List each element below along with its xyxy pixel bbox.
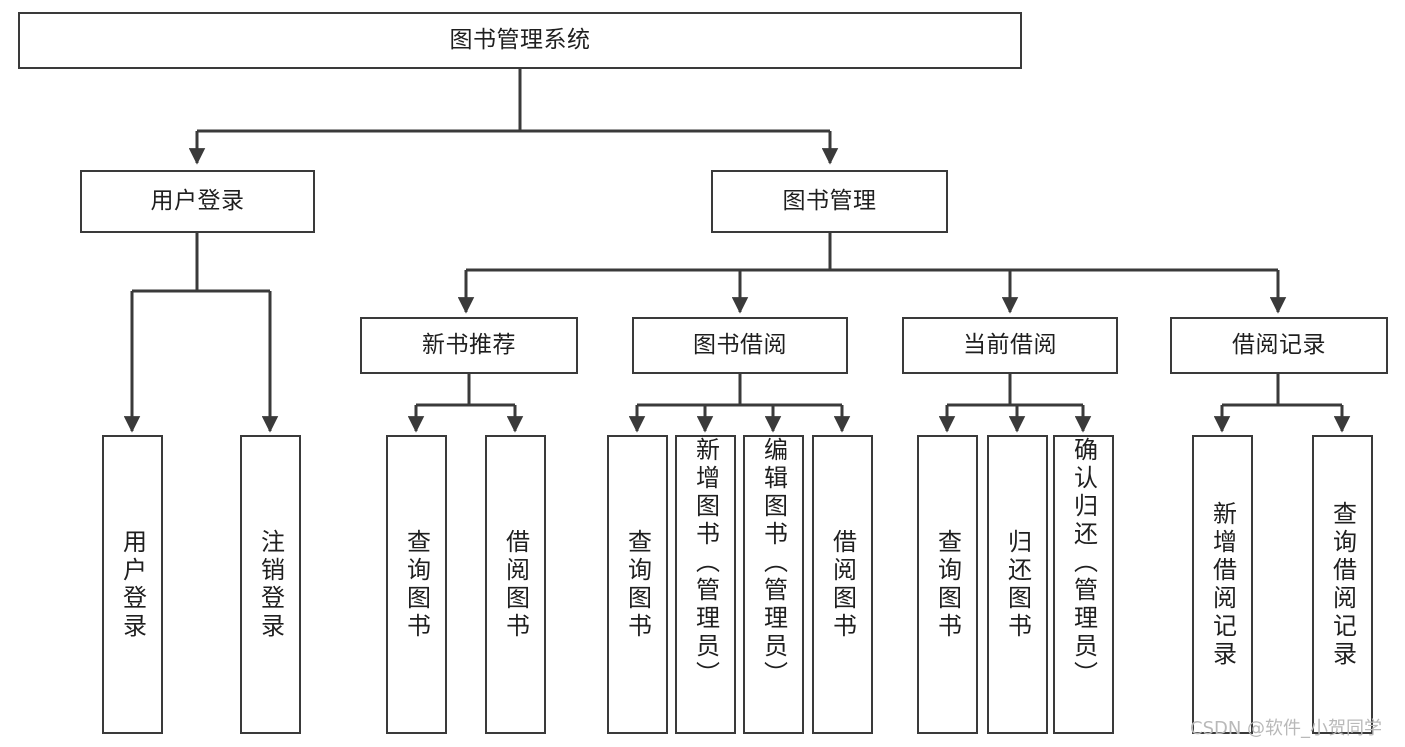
node-label: 查询借阅记录 (1328, 500, 1357, 669)
leaf-borrow-books-recommendation[interactable]: 借阅图书 (485, 435, 546, 734)
leaf-edit-book-admin[interactable]: 编辑图书（管理员） (743, 435, 804, 734)
node-current-borrow[interactable]: 当前借阅 (902, 317, 1118, 374)
leaf-user-login[interactable]: 用户登录 (102, 435, 163, 734)
node-new-book-recommendation[interactable]: 新书推荐 (360, 317, 578, 374)
node-label: 借阅记录 (1232, 332, 1326, 359)
node-label: 新增图书（管理员） (691, 437, 720, 689)
node-label: 借阅图书 (828, 528, 857, 641)
node-label: 新书推荐 (422, 332, 516, 359)
node-label: 借阅图书 (501, 528, 530, 641)
node-book-management[interactable]: 图书管理 (711, 170, 948, 233)
node-label: 归还图书 (1003, 528, 1032, 641)
leaf-add-book-admin[interactable]: 新增图书（管理员） (675, 435, 736, 734)
node-label: 确认归还（管理员） (1069, 437, 1098, 689)
node-label: 图书管理系统 (449, 27, 591, 54)
leaf-borrow-books-borrow[interactable]: 借阅图书 (812, 435, 873, 734)
node-label: 图书管理 (782, 188, 877, 215)
leaf-logout[interactable]: 注销登录 (240, 435, 301, 734)
node-borrow-records[interactable]: 借阅记录 (1170, 317, 1388, 374)
leaf-query-books-current[interactable]: 查询图书 (917, 435, 978, 734)
node-label: 查询图书 (933, 528, 962, 641)
node-label: 查询图书 (623, 528, 652, 641)
node-label: 注销登录 (256, 528, 285, 641)
node-label: 编辑图书（管理员） (759, 437, 788, 689)
node-root-system[interactable]: 图书管理系统 (18, 12, 1022, 69)
leaf-query-books-borrow[interactable]: 查询图书 (607, 435, 668, 734)
csdn-watermark: CSDN @软件_小贺同学 (1190, 718, 1383, 739)
node-label: 用户登录 (150, 188, 245, 215)
leaf-add-borrow-record[interactable]: 新增借阅记录 (1192, 435, 1253, 734)
node-label: 新增借阅记录 (1208, 500, 1237, 669)
node-label: 图书借阅 (693, 332, 787, 359)
node-label: 查询图书 (402, 528, 431, 641)
leaf-confirm-return-admin[interactable]: 确认归还（管理员） (1053, 435, 1114, 734)
node-label: 当前借阅 (963, 332, 1057, 359)
node-user-login[interactable]: 用户登录 (80, 170, 315, 233)
node-book-borrow[interactable]: 图书借阅 (632, 317, 848, 374)
node-label: 用户登录 (118, 528, 147, 641)
leaf-query-borrow-record[interactable]: 查询借阅记录 (1312, 435, 1373, 734)
leaf-query-books-recommendation[interactable]: 查询图书 (386, 435, 447, 734)
leaf-return-books[interactable]: 归还图书 (987, 435, 1048, 734)
